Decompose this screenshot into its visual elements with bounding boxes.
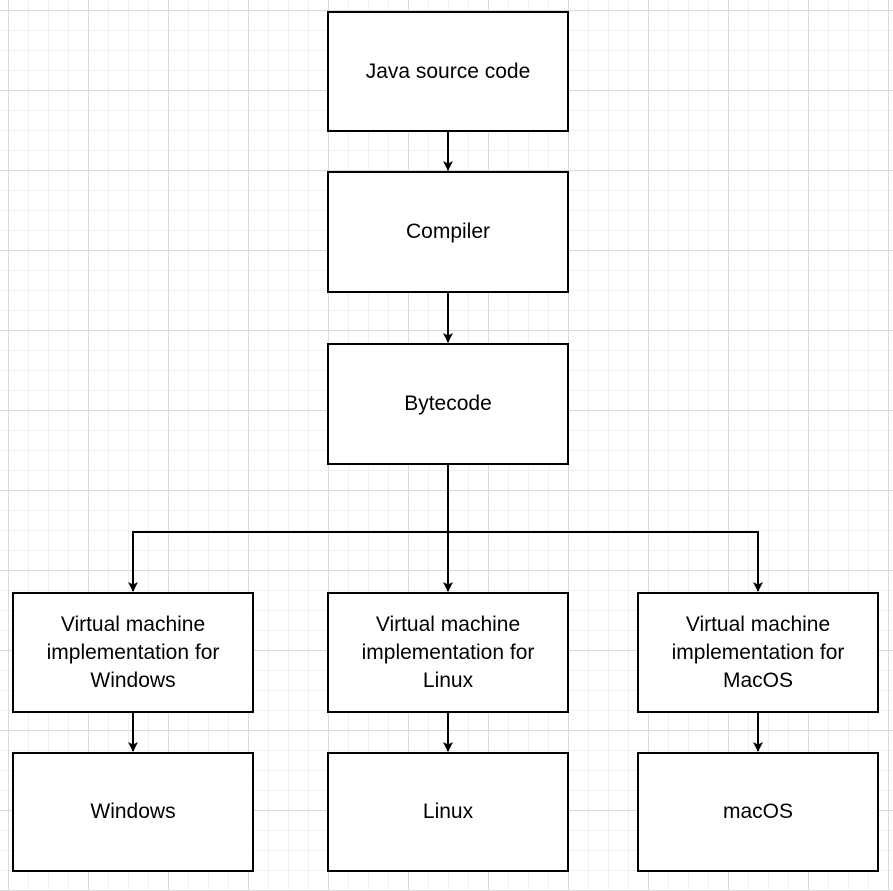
edge-bytecode-to-vm-macos [447, 464, 763, 592]
node-bytecode-box [327, 343, 569, 465]
node-source-label: Java source code [365, 59, 531, 83]
node-compiler-label: Compiler [405, 220, 491, 243]
nodes [12, 11, 879, 872]
node-os-macos-label: macOS [722, 800, 793, 823]
node-os-macos-box [637, 752, 879, 872]
node-os-linux-box [327, 752, 569, 872]
node-vm-windows-box [12, 592, 254, 713]
node-vm-linux-box [327, 592, 569, 713]
node-source-box [327, 11, 569, 132]
node-vm-linux-label: Virtual machine implementation for Linux [361, 612, 535, 692]
node-vm-macos-box [637, 592, 879, 713]
node-os-windows-box [12, 752, 254, 872]
node-os-linux-label: Linux [422, 800, 474, 823]
node-compiler-box [327, 171, 569, 293]
node-vm-macos-label: Virtual machine implementation for MacOS [671, 612, 845, 692]
edge-bytecode-to-vm-windows [128, 464, 449, 592]
node-vm-windows-label: Virtual machine implementation for Windo… [46, 612, 220, 692]
edges [128, 131, 763, 752]
node-os-windows-label: Windows [90, 800, 176, 823]
node-bytecode-label: Bytecode [404, 392, 492, 415]
